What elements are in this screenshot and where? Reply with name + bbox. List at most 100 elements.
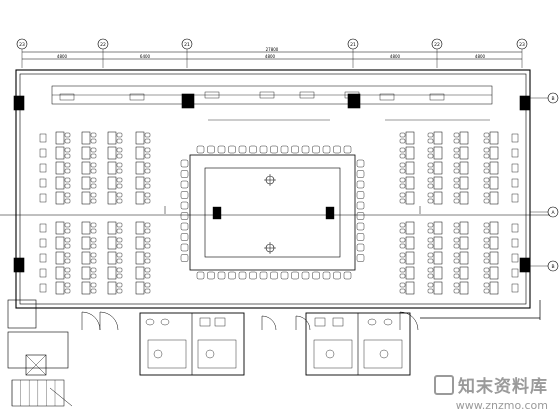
chair [453,237,460,243]
chair [64,267,71,273]
desk [107,131,117,145]
chair [64,198,71,204]
door-swing [399,311,419,331]
chair [427,138,434,144]
chair [144,147,151,153]
chair [144,162,151,168]
dimension-label: 4800 [57,54,68,59]
stair-arrow [49,387,73,407]
dimension-label: 4800 [475,54,486,59]
chair [483,267,490,273]
dimension-label: 4800 [265,54,276,59]
chair-bottom [217,271,226,280]
desk [81,221,91,235]
chair [64,258,71,264]
chair [483,288,490,294]
chair [399,258,406,264]
chair [90,183,97,189]
chair [39,253,47,263]
side-marker-label: A [551,210,555,216]
desk [107,251,117,265]
chair [90,147,97,153]
desk [405,191,415,205]
column [519,95,531,111]
toilet-icon [214,317,226,327]
desk [405,146,415,160]
chair [511,133,519,143]
chair [453,258,460,264]
overall-dimension-label: 27800 [266,47,279,52]
chair [116,192,123,198]
chair-top [333,145,341,154]
desk [433,281,443,295]
chair [453,282,460,288]
chair [427,168,434,174]
chair [399,138,406,144]
chair-top [228,145,236,154]
desk [135,281,145,295]
chair [453,252,460,258]
chair [116,237,123,243]
chair [116,267,123,273]
chair-right [356,159,365,168]
chair [39,223,47,233]
chair [399,237,406,243]
chair-top [217,145,226,154]
desk [107,266,117,280]
chair [399,228,406,234]
chair [427,147,434,153]
chair [453,273,460,279]
chair [39,193,47,203]
chair [64,252,71,258]
chair [64,147,71,153]
chair [90,267,97,273]
chair [483,153,490,159]
desk [459,236,469,250]
chair-top [259,145,268,154]
chair [144,237,151,243]
desk [489,281,499,295]
chair [116,183,123,189]
column [519,257,531,273]
desk [459,266,469,280]
chair-bottom [228,271,236,280]
chair [399,243,406,249]
chair-right [356,212,365,220]
chair [144,168,151,174]
chair-bottom [301,271,310,280]
chair [427,132,434,138]
chair [116,282,123,288]
chair [116,273,123,279]
chair [399,168,406,174]
chair [483,192,490,198]
chair [144,228,151,234]
chair [90,132,97,138]
desk [135,221,145,235]
chair [64,237,71,243]
desk [81,176,91,190]
desk [405,281,415,295]
chair-top [207,145,215,154]
desk [55,236,65,250]
chair [144,183,151,189]
chair-bottom [280,271,289,280]
chair-bottom [249,271,257,280]
chair [64,288,71,294]
chair [39,238,47,248]
chair [427,162,434,168]
chair [64,132,71,138]
chair [427,177,434,183]
desk [489,266,499,280]
desk [489,161,499,175]
chair [483,183,490,189]
desk [489,191,499,205]
chair [39,148,47,158]
chair [39,283,47,293]
desk [433,191,443,205]
chair [116,222,123,228]
chair [427,282,434,288]
chair [399,192,406,198]
chair [64,162,71,168]
stall [197,339,237,369]
